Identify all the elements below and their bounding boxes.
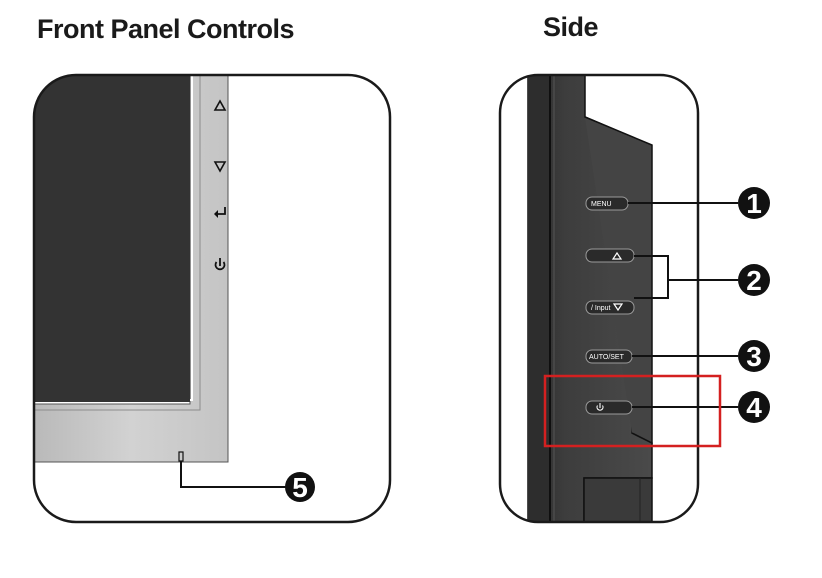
up-button[interactable] [586, 249, 634, 262]
auto-set-button[interactable]: AUTO/SET [586, 350, 632, 363]
menu-button[interactable]: MENU [586, 197, 628, 210]
front-screen [34, 75, 190, 402]
auto-set-button-label: AUTO/SET [589, 354, 625, 361]
down-input-button[interactable]: / Input [586, 301, 634, 314]
side-panel-illustration: MENU / Input AUTO/SET [500, 75, 770, 528]
front-panel-illustration: 5 [34, 75, 390, 522]
callout-5-number: 5 [292, 472, 308, 503]
down-input-button-label: / Input [591, 305, 611, 312]
callout-4-number: 4 [746, 392, 762, 423]
menu-button-label: MENU [591, 201, 612, 208]
callout-3-number: 3 [746, 341, 762, 372]
callout-2-number: 2 [746, 265, 762, 296]
callout-1-number: 1 [746, 188, 762, 219]
power-button[interactable] [586, 401, 632, 414]
